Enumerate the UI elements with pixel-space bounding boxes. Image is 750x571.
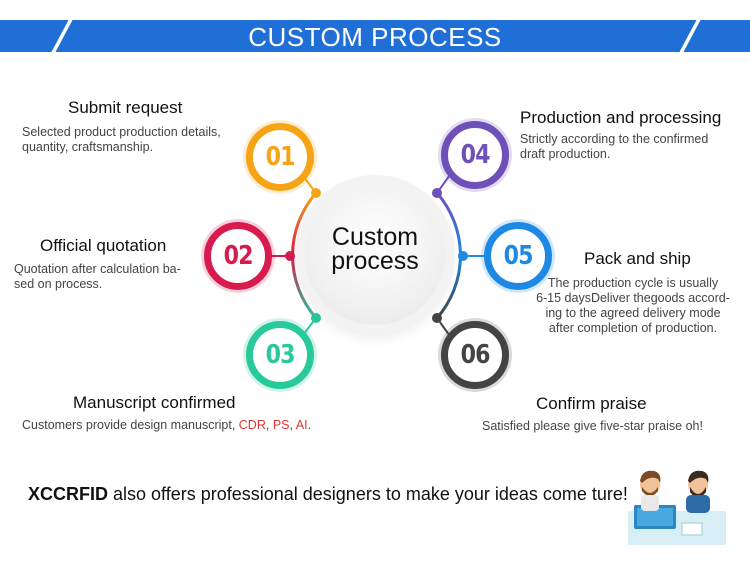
step-05-desc-line: The production cycle is usually — [547, 276, 719, 290]
step-06-desc-line: Satisfied please give five-star praise o… — [482, 419, 703, 433]
step-02-desc-line: sed on process. — [14, 277, 103, 291]
step-03-description: Customers provide design manuscript, CDR… — [22, 418, 311, 433]
center-label-line1: Custom — [331, 223, 419, 251]
step-02-title: Official quotation — [40, 236, 167, 255]
connector-dot — [311, 313, 321, 323]
step-05-desc-line: 6-15 daysDeliver thegoods accord- — [536, 291, 730, 305]
step-06-description: Satisfied please give five-star praise o… — [482, 419, 703, 434]
connector-dot — [311, 188, 321, 198]
step-03-desc-text: Customers provide design manuscript, — [22, 418, 239, 432]
connector-dot — [458, 251, 468, 261]
title-banner — [0, 20, 750, 52]
step-05-circle: 05 — [484, 222, 552, 290]
connector-dot — [285, 251, 295, 261]
step-01-circle: 01 — [246, 123, 314, 191]
step-05-desc-line: after completion of production. — [548, 321, 718, 335]
format-cdr: CDR — [238, 418, 266, 432]
page-title: CUSTOM PROCESS — [248, 22, 502, 52]
step-number: 06 — [460, 340, 490, 370]
center-label-line2: process — [331, 247, 419, 275]
connector-dot — [432, 188, 442, 198]
step-04-title: Production and processing — [520, 108, 722, 127]
step-05-desc-line: ing to the agreed delivery mode — [545, 306, 721, 320]
separator: , — [265, 418, 273, 432]
step-01-title: Submit request — [68, 98, 183, 117]
step-01-desc-line: quantity, craftsmanship. — [22, 140, 154, 154]
step-03-circle: 03 — [246, 321, 314, 389]
step-02-description: Quotation after calculation ba- sed on p… — [14, 262, 181, 292]
step-01-desc-line: Selected product production details, — [22, 125, 221, 139]
step-number: 03 — [265, 340, 295, 370]
center-circle — [305, 185, 445, 325]
step-04-desc-line: Strictly according to the confirmed — [520, 132, 709, 146]
step-number: 02 — [223, 241, 253, 271]
format-ps: PS — [272, 418, 290, 432]
step-01-description: Selected product production details, qua… — [22, 125, 221, 155]
separator: , — [289, 418, 296, 432]
step-02-circle: 02 — [204, 222, 272, 290]
designers-illustration-icon — [628, 470, 726, 545]
separator: . — [307, 418, 312, 432]
step-05-description: The production cycle is usually 6-15 day… — [528, 276, 738, 336]
brand-name: XCCRFID — [28, 484, 108, 504]
footer-message: XCCRFID also offers professional designe… — [28, 484, 628, 505]
center-label: Custom process — [305, 223, 445, 275]
step-04-description: Strictly according to the confirmed draf… — [520, 132, 708, 162]
step-06-circle: 06 — [441, 321, 509, 389]
step-02-desc-line: Quotation after calculation ba- — [14, 262, 181, 276]
step-05-title: Pack and ship — [584, 249, 691, 268]
step-number: 01 — [265, 142, 295, 172]
step-06-title: Confirm praise — [536, 394, 647, 413]
step-04-circle: 04 — [441, 121, 509, 189]
step-number: 05 — [503, 241, 533, 271]
format-ai: AI — [295, 418, 308, 432]
connector-dot — [432, 313, 442, 323]
step-number: 04 — [460, 140, 490, 170]
footer-text: also offers professional designers to ma… — [108, 484, 628, 504]
step-04-desc-line: draft production. — [520, 147, 611, 161]
step-03-title: Manuscript confirmed — [73, 393, 236, 412]
